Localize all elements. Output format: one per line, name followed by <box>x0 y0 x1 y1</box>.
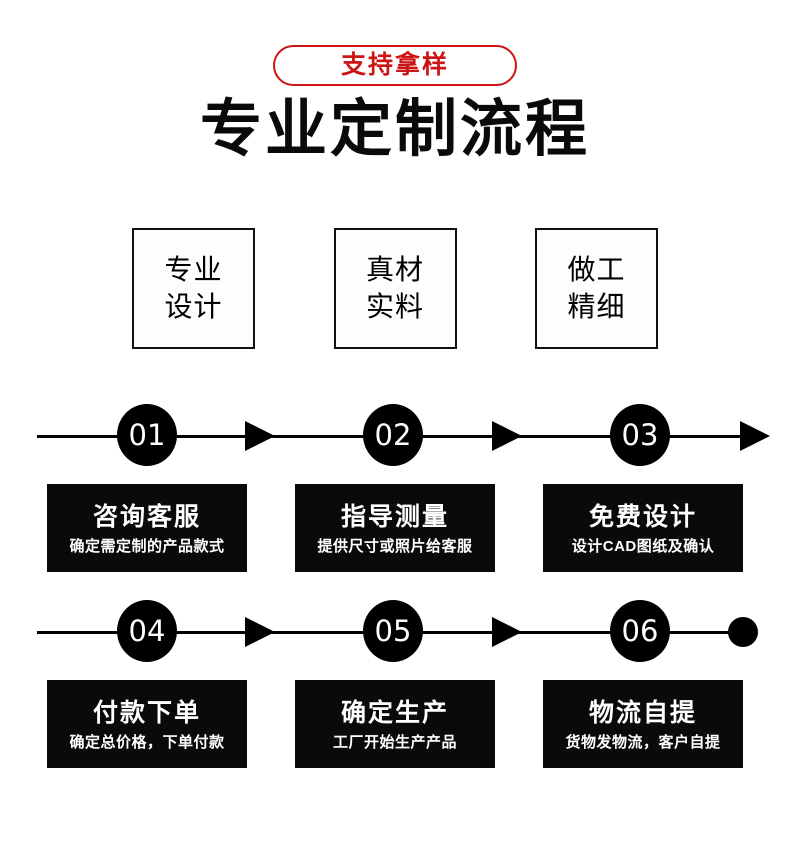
arrow-right-icon <box>492 421 522 451</box>
step-card-row-1: 咨询客服 确定需定制的产品款式 指导测量 提供尺寸或照片给客服 免费设计 设计C… <box>47 484 743 572</box>
step-title: 免费设计 <box>588 503 697 531</box>
step-subtitle: 工厂开始生产产品 <box>332 733 457 751</box>
step-card-05: 确定生产 工厂开始生产产品 <box>295 680 495 768</box>
timeline-node-05: 05 <box>363 600 423 662</box>
step-title: 指导测量 <box>340 503 449 531</box>
step-title: 物流自提 <box>588 699 697 727</box>
step-subtitle: 确定需定制的产品款式 <box>69 537 225 555</box>
timeline-node-01: 01 <box>117 404 177 466</box>
arrow-right-icon <box>492 617 522 647</box>
feature-line-2: 精细 <box>567 290 626 322</box>
step-card-01: 咨询客服 确定需定制的产品款式 <box>47 484 247 572</box>
feature-line-1: 专业 <box>164 253 223 285</box>
step-card-03: 免费设计 设计CAD图纸及确认 <box>543 484 743 572</box>
step-subtitle: 设计CAD图纸及确认 <box>571 537 715 555</box>
step-card-02: 指导测量 提供尺寸或照片给客服 <box>295 484 495 572</box>
step-card-04: 付款下单 确定总价格，下单付款 <box>47 680 247 768</box>
feature-line-1: 做工 <box>567 253 626 285</box>
timeline-row-1: 01 02 03 <box>0 404 790 468</box>
step-title: 咨询客服 <box>92 503 201 531</box>
timeline-node-06: 06 <box>610 600 670 662</box>
step-subtitle: 货物发物流，客户自提 <box>565 733 721 751</box>
feature-box-material: 真材 实料 <box>333 228 457 349</box>
badge-row: 支持拿样 <box>0 45 790 86</box>
step-subtitle: 确定总价格，下单付款 <box>69 733 225 751</box>
sample-support-badge: 支持拿样 <box>273 45 517 86</box>
feature-line-1: 真材 <box>365 253 424 285</box>
timeline-end-dot-icon <box>728 617 758 647</box>
feature-box-workmanship: 做工 精细 <box>535 228 658 349</box>
step-title: 确定生产 <box>340 699 449 727</box>
step-subtitle: 提供尺寸或照片给客服 <box>317 537 473 555</box>
timeline-node-04: 04 <box>117 600 177 662</box>
step-card-row-2: 付款下单 确定总价格，下单付款 确定生产 工厂开始生产产品 物流自提 货物发物流… <box>47 680 743 768</box>
arrow-right-icon <box>245 421 275 451</box>
timeline-node-03: 03 <box>610 404 670 466</box>
timeline-row-2: 04 05 06 <box>0 600 790 664</box>
timeline-node-02: 02 <box>363 404 423 466</box>
arrow-right-icon <box>245 617 275 647</box>
arrow-right-end-icon <box>740 421 770 451</box>
feature-box-group: 专业 设计 真材 实料 做工 精细 <box>132 228 658 349</box>
feature-box-design: 专业 设计 <box>132 228 255 349</box>
step-card-06: 物流自提 货物发物流，客户自提 <box>543 680 743 768</box>
title-row: 专业定制流程 <box>0 95 790 164</box>
feature-line-2: 设计 <box>164 290 223 322</box>
feature-line-2: 实料 <box>365 290 424 322</box>
step-title: 付款下单 <box>92 699 201 727</box>
page-title: 专业定制流程 <box>199 95 590 164</box>
